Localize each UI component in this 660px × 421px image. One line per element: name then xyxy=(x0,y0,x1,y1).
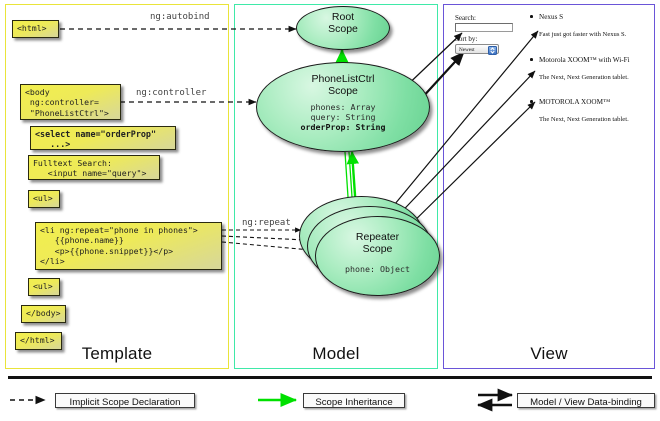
scope-repeater: Repeater Scope phone: Object xyxy=(315,216,440,296)
phone-snippet-2: The Next, Next Generation tablet. xyxy=(539,74,629,81)
chevron-updown-icon[interactable] xyxy=(488,46,497,55)
sort-by-select[interactable]: Newest xyxy=(455,44,499,55)
code-ul-close: <ul> xyxy=(28,278,60,296)
code-body-open: <body ng:controller= "PhoneListCtrl"> xyxy=(20,84,121,120)
phone-snippet-3: The Next, Next Generation tablet. xyxy=(539,116,629,123)
label-ng-autobind: ng:autobind xyxy=(148,12,212,22)
legend: Implicit Scope Declaration Scope Inherit… xyxy=(0,376,660,421)
panel-model: Model xyxy=(234,4,438,369)
scope-repeater-prop-phone: phone: Object xyxy=(345,264,410,275)
legend-divider xyxy=(8,376,652,379)
code-select-tag: <select name="orderProp" ...> xyxy=(30,126,176,150)
scope-phonelistctrl: PhoneListCtrl Scope phones: Array query:… xyxy=(256,62,430,152)
code-ul-open: <ul> xyxy=(28,190,60,208)
search-input[interactable] xyxy=(455,23,513,32)
phone-name: Motorola XOOM™ with Wi-Fi xyxy=(539,56,630,64)
legend-label-implicit-scope-declaration: Implicit Scope Declaration xyxy=(55,393,195,408)
code-html-close: </html> xyxy=(15,332,62,350)
scope-ctrl-prop-phones: phones: Array xyxy=(310,102,376,113)
scope-repeater-line2: Scope xyxy=(362,243,393,256)
code-li-repeat: <li ng:repeat="phone in phones"> {{phone… xyxy=(35,222,222,270)
panel-model-title: Model xyxy=(312,344,360,363)
legend-glyphs xyxy=(10,388,513,412)
legend-label-model-view-data-binding: Model / View Data-binding xyxy=(517,393,655,408)
phone-name: MOTOROLA XOOM™ xyxy=(539,98,611,106)
scope-ctrl-prop-query: query: String xyxy=(310,112,376,123)
bullet-icon xyxy=(530,100,533,103)
label-ng-repeat: ng:repeat xyxy=(240,218,293,228)
legend-label-scope-inheritance: Scope Inheritance xyxy=(303,393,405,408)
sort-by-label: Sort by: xyxy=(455,35,478,43)
code-html-open: <html> xyxy=(12,20,59,38)
bullet-icon xyxy=(530,15,533,18)
search-label: Search: xyxy=(455,14,476,22)
panel-template-title: Template xyxy=(81,344,153,363)
scope-ctrl-line2: Scope xyxy=(328,85,358,98)
label-ng-controller: ng:controller xyxy=(134,88,209,98)
sort-by-selected-value: Newest xyxy=(459,46,475,53)
code-body-close: </body> xyxy=(21,305,66,323)
bullet-icon xyxy=(530,58,533,61)
panel-view-title: View xyxy=(530,344,568,363)
scope-ctrl-prop-orderprop: orderProp: String xyxy=(300,122,386,132)
scope-root: Root Scope xyxy=(296,6,390,50)
scope-ctrl-line1: PhoneListCtrl xyxy=(311,73,375,85)
scope-root-line2: Scope xyxy=(328,23,358,36)
scope-root-line1: Root xyxy=(331,11,355,23)
phone-name: Nexus S xyxy=(539,13,564,21)
phone-snippet-1: Fast just got faster with Nexus S. xyxy=(539,31,627,38)
scope-repeater-line1: Repeater xyxy=(355,231,400,243)
code-fulltext-search: Fulltext Search: <input name="query"> xyxy=(28,155,160,180)
